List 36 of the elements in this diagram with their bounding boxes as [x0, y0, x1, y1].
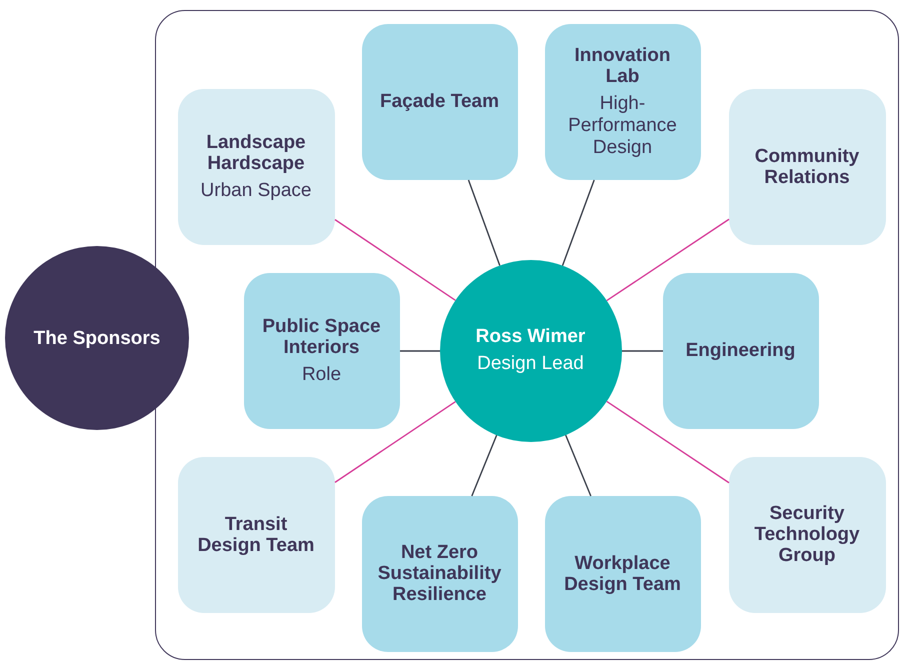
node-title: The Sponsors: [34, 328, 160, 348]
node-title: Public Space Interiors: [261, 316, 382, 358]
team-box: [728, 456, 886, 612]
node-subtitle: High-Performance Design: [567, 92, 678, 158]
connector-line: [471, 434, 498, 496]
node-title: Landscape Hardscape: [205, 132, 307, 174]
node-subtitle: Design Lead: [477, 353, 584, 375]
team-box: [728, 88, 886, 244]
connector-line: [565, 434, 592, 496]
connector-line: [334, 219, 456, 301]
node-title: Façade Team: [380, 91, 499, 112]
node-title: Ross Wimer: [476, 326, 586, 347]
connector-line: [400, 350, 440, 352]
team-box: [544, 496, 700, 652]
team-box: [362, 496, 518, 652]
connector-line: [606, 218, 730, 302]
team-box: [244, 272, 400, 428]
team-box: [662, 272, 818, 428]
team-box: [362, 24, 518, 180]
node-title: Net Zero Sustainability Resilience: [376, 542, 502, 605]
node-title: Security Technology Group: [753, 503, 861, 566]
team-box: [544, 24, 700, 180]
node-subtitle: Role: [302, 364, 342, 386]
connector-line: [606, 400, 730, 484]
team-box: [178, 88, 334, 244]
node-title: Workplace Design Team: [563, 552, 682, 594]
connector-line: [334, 401, 456, 483]
connector-line: [468, 180, 500, 266]
connector-line: [622, 350, 663, 352]
node-subtitle: Urban Space: [200, 180, 312, 202]
connector-line: [562, 180, 595, 266]
node-title: Innovation Lab: [573, 44, 672, 86]
node-title: Community Relations: [754, 146, 860, 188]
team-box: [178, 456, 334, 612]
node-title: Transit Design Team: [196, 514, 316, 556]
node-title: Engineering: [686, 340, 796, 361]
